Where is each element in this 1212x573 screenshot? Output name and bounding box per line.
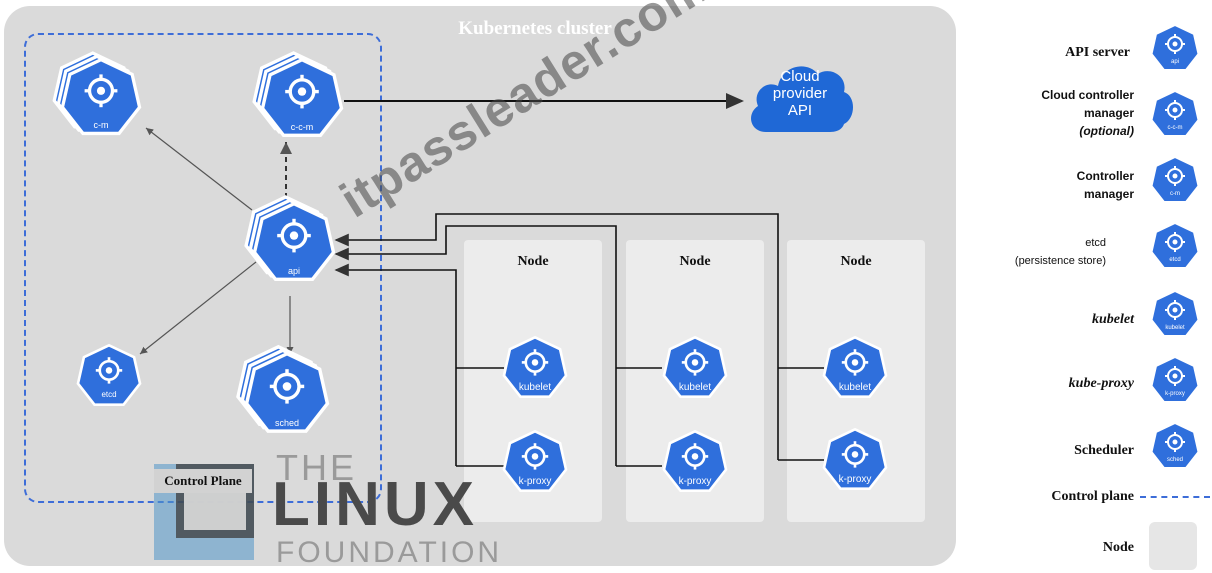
legend-kproxy-tag: k-proxy	[1165, 391, 1185, 397]
legend-etcd-line1: etcd	[1085, 237, 1106, 249]
cloud-provider-api: Cloud provider API	[744, 52, 856, 138]
ccm-label: c-c-m	[290, 122, 314, 132]
legend-kproxy: kube-proxy	[1068, 376, 1134, 391]
legend-sched-icon: sched	[1150, 422, 1200, 472]
legend-etcd-icon: etcd	[1150, 222, 1200, 272]
kubelet-icon-node-3: kubelet	[822, 336, 888, 402]
kubelet-icon-node-1: kubelet	[502, 336, 568, 402]
legend-kubelet: kubelet	[1092, 312, 1134, 327]
sched-label: sched	[274, 418, 300, 428]
legend-sched: Scheduler	[1074, 443, 1134, 458]
watermark-the: THE	[276, 447, 357, 488]
kubelet-icon-node-2: kubelet	[662, 336, 728, 402]
legend-cm-icon: c-m	[1150, 156, 1200, 206]
node-title: Node	[840, 254, 872, 269]
legend-etcd: etcd (persistence store)	[990, 234, 1106, 270]
watermark-linux: LINUX	[272, 470, 478, 539]
api-to-cm-arrow	[145, 127, 253, 211]
kubelet-label: kubelet	[838, 382, 872, 393]
kubelet-label: kubelet	[518, 382, 552, 393]
kproxy-label: k-proxy	[678, 476, 712, 487]
cluster-title: Kubernetes cluster	[458, 18, 612, 39]
kproxy-label: k-proxy	[518, 476, 552, 487]
legend-node: Node	[1102, 540, 1134, 555]
legend-etcd-tag: etcd	[1169, 257, 1181, 263]
kproxy-label: k-proxy	[838, 474, 872, 485]
kube-proxy-icon-node-2: k-proxy	[662, 430, 728, 496]
legend-api: API server	[1065, 45, 1130, 60]
legend-ccm-icon: c-c-m	[1150, 90, 1200, 140]
legend-etcd-line2: (persistence store)	[1014, 255, 1106, 267]
legend-kproxy-icon: k-proxy	[1150, 356, 1200, 406]
kubelet-label: kubelet	[678, 382, 712, 393]
legend-api-tag: api	[1170, 59, 1179, 65]
legend-ccm-line3: (optional)	[1079, 124, 1134, 138]
kube-proxy-icon-node-1: k-proxy	[502, 430, 568, 496]
api-server-icon: api	[252, 202, 336, 286]
node-title: Node	[517, 254, 549, 269]
legend-node-swatch	[1149, 522, 1197, 570]
legend-kubelet-tag: kubelet	[1165, 325, 1185, 331]
legend-kubelet-icon: kubelet	[1150, 290, 1200, 340]
legend-cm-line1: Controller	[1076, 169, 1134, 183]
legend-ccm: Cloud controller manager (optional)	[990, 86, 1134, 140]
kube-proxy-icon-node-3: k-proxy	[822, 428, 888, 494]
control-plane-label: Control Plane	[154, 469, 252, 493]
node-title: Node	[679, 254, 711, 269]
cloud-icon	[751, 66, 853, 132]
legend-cm: Controller manager	[990, 167, 1134, 203]
legend-ccm-line1: Cloud controller	[1041, 88, 1134, 102]
controller-manager-icon: c-m	[60, 58, 142, 140]
legend-control-plane: Control plane	[1051, 489, 1134, 504]
legend-dash-line	[1140, 496, 1210, 498]
etcd-label: etcd	[101, 390, 117, 399]
cloud-controller-manager-icon: c-c-m	[260, 58, 344, 142]
watermark-foundation: FOUNDATION	[276, 536, 503, 569]
cm-label: c-m	[93, 120, 109, 130]
legend-ccm-tag: c-c-m	[1167, 125, 1183, 131]
legend-cm-line2: manager	[1083, 187, 1134, 201]
api-to-etcd-arrow	[139, 261, 257, 355]
scheduler-icon: sched	[244, 352, 330, 438]
legend-cm-tag: c-m	[1170, 191, 1180, 197]
cloud-line-3: API	[787, 102, 813, 119]
cloud-line-1: Cloud	[780, 68, 820, 85]
cloud-line-2: provider	[772, 85, 828, 102]
api-label: api	[287, 266, 300, 276]
etcd-icon: etcd	[76, 344, 142, 410]
node-to-api-links	[334, 213, 824, 467]
legend-sched-tag: sched	[1166, 457, 1183, 463]
legend-ccm-line2: manager	[1083, 106, 1134, 120]
legend-api-icon: api	[1150, 24, 1200, 74]
